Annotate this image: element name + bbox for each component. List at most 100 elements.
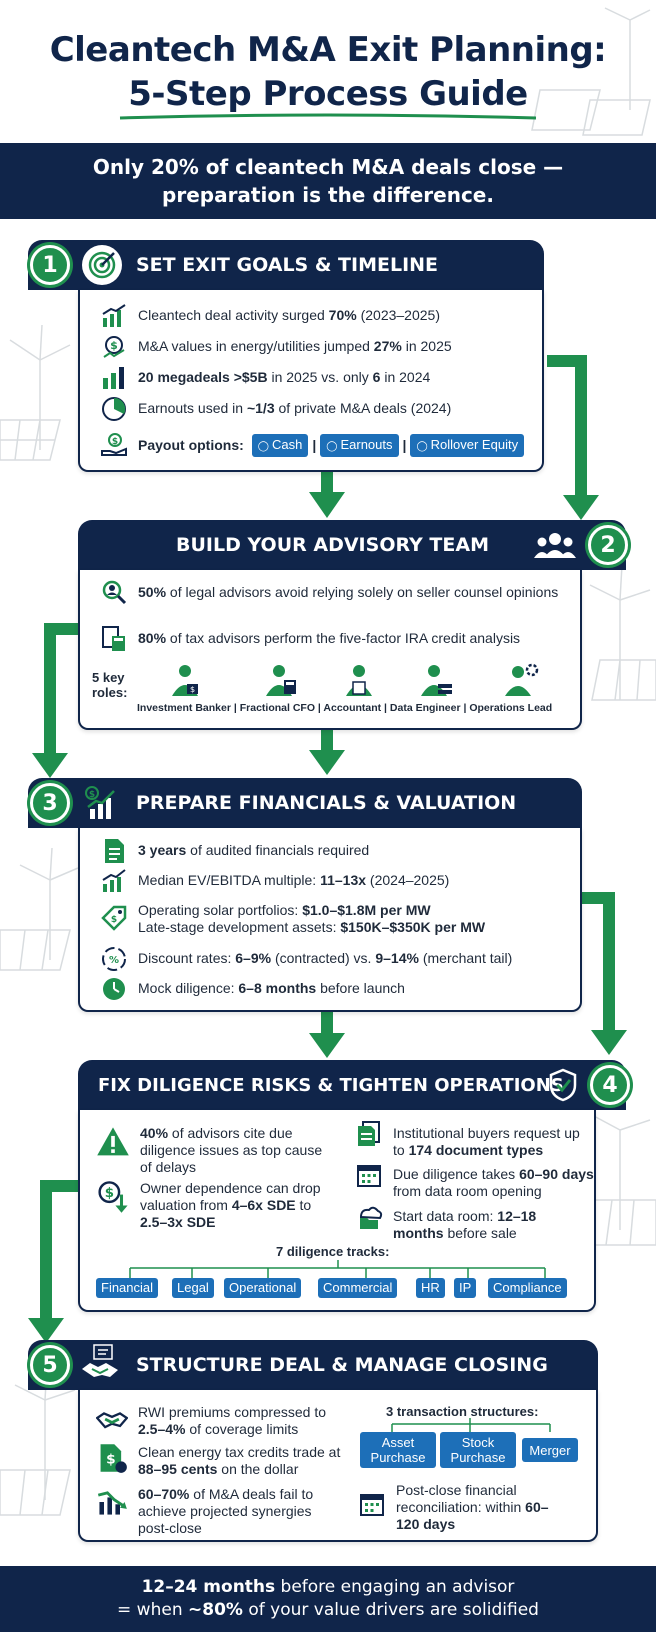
structure-stock-purchase: Stock Purchase: [440, 1432, 516, 1468]
document-icon: [105, 839, 124, 863]
svg-text:$: $: [89, 790, 95, 800]
track-ip: IP: [454, 1278, 477, 1298]
svg-text:$: $: [190, 685, 195, 694]
role-operations-lead: Operations Lead: [469, 702, 553, 714]
roles-list: Investment Banker | Fractional CFO | Acc…: [137, 702, 553, 714]
fractional-cfo-icon: [266, 665, 296, 696]
svg-text:$: $: [105, 1186, 114, 1201]
track-hr: HR: [416, 1278, 445, 1298]
coin-icon: ◯: [416, 440, 428, 452]
structures-title: 3 transaction structures:: [386, 1404, 539, 1419]
operations-lead-icon: [505, 663, 539, 696]
step-3-card: [78, 828, 582, 1012]
percent-arrows-icon: %: [102, 947, 126, 971]
step-3-header: PREPARE FINANCIALS & VALUATION: [28, 778, 582, 828]
step-2-item-1: 50% of legal advisors avoid relying sole…: [100, 580, 560, 607]
top-banner-line-2: preparation is the difference.: [162, 183, 494, 207]
step-4-number: 4: [590, 1065, 630, 1105]
step-5-left-item-2: $ Clean energy tax credits trade at 88–9…: [96, 1444, 346, 1478]
wind-turbine-icon: [19, 847, 79, 960]
dollar-down-icon: $: [98, 1181, 128, 1213]
step-1-item-1: Cleantech deal activity surged 70% (2023…: [100, 304, 440, 330]
solar-panel-icon: [0, 929, 71, 971]
data-engineer-icon: [421, 665, 452, 696]
track-compliance: Compliance: [488, 1278, 567, 1298]
role-investment-banker: Investment Banker: [137, 702, 231, 714]
money-hand-icon: $: [101, 433, 127, 456]
step-4-right-item-1: Institutional buyers request up to 174 d…: [355, 1121, 590, 1159]
shield-check-icon: [549, 1068, 577, 1102]
clock-icon: [103, 978, 125, 1000]
growth-chart-icon: [102, 869, 126, 892]
svg-text:$: $: [106, 1452, 116, 1468]
role-data-engineer: Data Engineer: [389, 702, 461, 714]
handshake-icon: [96, 1412, 128, 1429]
title-line-2: 5-Step Process Guide: [128, 74, 528, 114]
step-3-item-2: Median EV/EBITDA multiple: 11–13x (2024–…: [100, 869, 449, 895]
payout-option-rollover: ◯Rollover Equity: [410, 433, 525, 457]
bar-chart-icon: [103, 367, 124, 389]
target-icon: [82, 245, 122, 285]
track-operational: Operational: [224, 1278, 302, 1298]
calendar-icon: [357, 1165, 381, 1187]
step-3-item-4: % Discount rates: 6–9% (contracted) vs. …: [100, 947, 512, 973]
structure-merger: Merger: [522, 1438, 578, 1462]
page-title: Cleantech M&A Exit Planning: 5-Step Proc…: [0, 28, 656, 116]
step-1-item-2: $ M&A values in energy/utilities jumped …: [100, 336, 452, 361]
search-person-icon: [102, 580, 127, 605]
calendar-icon: [360, 1494, 384, 1516]
role-accountant: Accountant: [323, 702, 382, 714]
team-icon: [534, 533, 576, 558]
track-legal: Legal: [172, 1278, 214, 1298]
step-5-header: STRUCTURE DEAL & MANAGE CLOSING: [28, 1340, 598, 1390]
solar-panel-icon: [0, 1469, 71, 1516]
structures-connector: [391, 1418, 551, 1432]
structure-asset-purchase: Asset Purchase: [360, 1432, 436, 1468]
arrow-3-4-center: [321, 1012, 333, 1034]
wind-turbine-icon: [589, 564, 651, 700]
payout-option-earnouts: ◯Earnouts: [320, 433, 399, 457]
step-1-payout: $ Payout options: ◯Cash | ◯Earnouts | ◯R…: [100, 431, 526, 459]
step-3-item-5: Mock diligence: 6–8 months before launch: [100, 978, 405, 1003]
arrow-2-3-center: [321, 728, 333, 750]
investment-banker-icon: $: [172, 665, 198, 696]
step-1-title: SET EXIT GOALS & TIMELINE: [136, 254, 439, 276]
step-1-number: 1: [30, 245, 70, 285]
step-1-item-4: Earnouts used in ~1/3 of private M&A dea…: [100, 397, 451, 423]
step-4-left-item-2: $ Owner dependence can drop valuation fr…: [96, 1180, 336, 1231]
step-5-right-item: Post-close financial reconciliation: wit…: [358, 1482, 558, 1533]
accountant-icon: [346, 665, 372, 696]
step-4-right-item-3: Start data room: 12–18 months before sal…: [355, 1206, 580, 1242]
bottom-banner-line-1: 12–24 months before engaging an advisor: [141, 1577, 515, 1597]
step-2-title: BUILD YOUR ADVISORY TEAM: [176, 534, 489, 556]
step-2-item-2: 80% of tax advisors perform the five-fac…: [100, 626, 560, 653]
svg-text:%: %: [109, 955, 119, 966]
coin-icon: ◯: [257, 440, 269, 452]
coin-icon: ◯: [326, 440, 338, 452]
step-2-card: [78, 570, 582, 730]
chart-decline-icon: [97, 1491, 127, 1515]
svg-text:$: $: [112, 437, 118, 447]
payout-option-cash: ◯Cash: [251, 433, 309, 457]
bottom-banner: 12–24 months before engaging an advisor …: [0, 1566, 656, 1632]
role-fractional-cfo: Fractional CFO: [239, 702, 315, 714]
top-banner-line-1: Only 20% of cleantech M&A deals close —: [92, 155, 564, 179]
svg-text:$: $: [110, 339, 118, 352]
documents-icon: [358, 1121, 380, 1146]
bottom-banner-line-2: = when ~80% of your value drivers are so…: [117, 1600, 539, 1620]
warning-icon: [97, 1127, 129, 1156]
tracks-connector: [129, 1260, 546, 1278]
calculator-doc-icon: [102, 626, 125, 651]
track-commercial: Commercial: [318, 1278, 398, 1298]
step-3-item-3: $ Operating solar portfolios: $1.0–$1.8M…: [100, 902, 485, 936]
bar-chart-up-icon: [102, 304, 126, 327]
tracks-title: 7 diligence tracks:: [276, 1244, 390, 1259]
step-5-number: 5: [30, 1345, 70, 1385]
svg-text:$: $: [111, 915, 117, 925]
roles-label: 5 key roles:: [92, 670, 128, 700]
step-4-right-item-2: Due diligence takes 60–90 days from data…: [355, 1165, 595, 1200]
step-4-title: FIX DILIGENCE RISKS & TIGHTEN OPERATIONS: [98, 1074, 564, 1096]
title-line-1: Cleantech M&A Exit Planning:: [49, 30, 607, 70]
dollar-growth-icon: $: [103, 336, 125, 358]
track-financial: Financial: [96, 1278, 159, 1298]
